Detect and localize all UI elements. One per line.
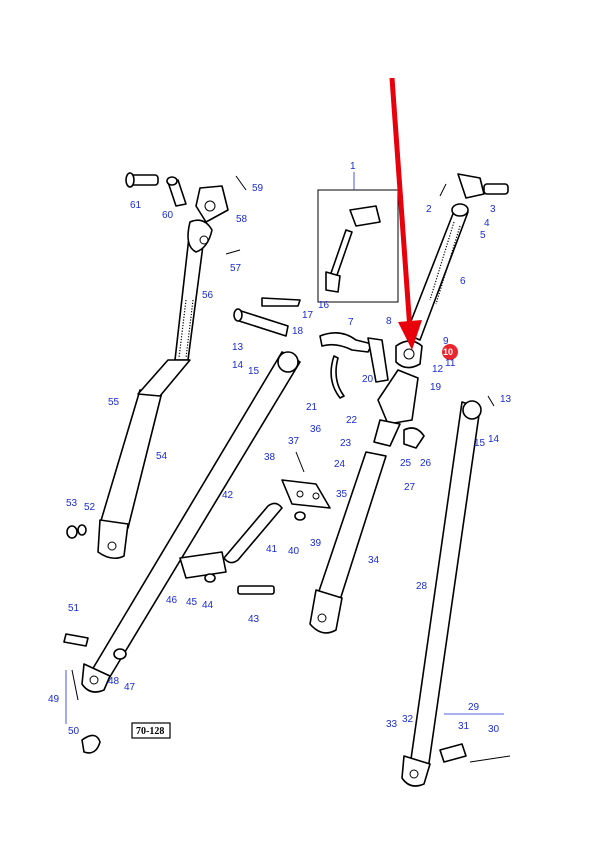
- callout-20: 20: [362, 374, 374, 385]
- left-top-pins: [125, 172, 247, 255]
- callout-26: 26: [420, 458, 432, 469]
- callout-13-right: 13: [500, 394, 512, 405]
- callout-15-left: 15: [248, 366, 260, 377]
- callout-50: 50: [68, 726, 80, 737]
- callout-2: 2: [426, 204, 432, 215]
- callout-24: 24: [334, 459, 346, 470]
- callout-5: 5: [480, 230, 486, 241]
- callout-51: 51: [68, 603, 80, 614]
- callout-34: 34: [368, 555, 380, 566]
- callout-labels: 1 2 3 4 5 6 7 8 9 10 11 12 13 13 14 14 1…: [48, 161, 512, 737]
- callout-56: 56: [202, 290, 214, 301]
- callout-19: 19: [430, 382, 442, 393]
- callout-28: 28: [416, 581, 428, 592]
- callout-6: 6: [460, 276, 466, 287]
- callout-53: 53: [66, 498, 78, 509]
- callout-38: 38: [264, 452, 276, 463]
- callout-49: 49: [48, 694, 60, 705]
- callout-16: 16: [318, 300, 330, 311]
- callout-29: 29: [468, 702, 480, 713]
- callout-31: 31: [458, 721, 470, 732]
- callout-22: 22: [346, 415, 358, 426]
- callout-57: 57: [230, 263, 242, 274]
- callout-43: 43: [248, 614, 260, 625]
- callout-60: 60: [162, 210, 174, 221]
- callout-40: 40: [288, 546, 300, 557]
- reference-code: 70-128: [136, 726, 164, 737]
- callout-9: 9: [443, 336, 449, 347]
- callout-14-right: 14: [488, 434, 500, 445]
- callout-23: 23: [340, 438, 352, 449]
- callout-15-right: 15: [474, 438, 486, 449]
- callout-8: 8: [386, 316, 392, 327]
- right-top-rod: [405, 173, 509, 341]
- highlight-marker: [442, 344, 458, 360]
- callout-11: 11: [445, 358, 456, 369]
- callout-44: 44: [202, 600, 214, 611]
- callout-58: 58: [236, 214, 248, 225]
- stabilizer-parts: [179, 451, 331, 595]
- callout-10: 10: [443, 347, 453, 357]
- left-lower-link: [81, 351, 301, 693]
- callout-17: 17: [302, 310, 314, 321]
- callout-45: 45: [186, 597, 198, 608]
- callout-33: 33: [386, 719, 398, 730]
- callout-25: 25: [400, 458, 412, 469]
- callout-21: 21: [306, 402, 318, 413]
- callout-35: 35: [336, 489, 348, 500]
- callout-42: 42: [222, 490, 234, 501]
- center-lower-rod: [309, 451, 387, 634]
- callout-52: 52: [84, 502, 96, 513]
- bottom-left-pins: [63, 524, 127, 754]
- callout-55: 55: [108, 397, 120, 408]
- callout-18: 18: [292, 326, 304, 337]
- callout-12: 12: [432, 364, 444, 375]
- callout-46: 46: [166, 595, 178, 606]
- callout-27: 27: [404, 482, 416, 493]
- callout-47: 47: [124, 682, 136, 693]
- callout-54: 54: [156, 451, 168, 462]
- callout-32: 32: [402, 714, 414, 725]
- callout-61: 61: [130, 200, 142, 211]
- reference-code-box: 70-128: [131, 722, 171, 739]
- callout-1: 1: [350, 161, 356, 172]
- callout-36: 36: [310, 424, 322, 435]
- red-arrow: [389, 77, 422, 350]
- callout-14-left: 14: [232, 360, 244, 371]
- callout-37: 37: [288, 436, 300, 447]
- callout-30: 30: [488, 724, 500, 735]
- callout-48: 48: [108, 676, 120, 687]
- callout-3: 3: [490, 204, 496, 215]
- right-lower-link: [401, 395, 511, 787]
- callout-59: 59: [252, 183, 264, 194]
- callout-4: 4: [484, 218, 490, 229]
- top-pins: [233, 297, 301, 337]
- left-lift-rod: [97, 219, 213, 560]
- inset-box: [317, 189, 399, 303]
- callout-13-left: 13: [232, 342, 244, 353]
- callout-39: 39: [310, 538, 322, 549]
- center-leveling-assembly: [319, 332, 425, 449]
- callout-7: 7: [348, 317, 354, 328]
- callout-41: 41: [266, 544, 278, 555]
